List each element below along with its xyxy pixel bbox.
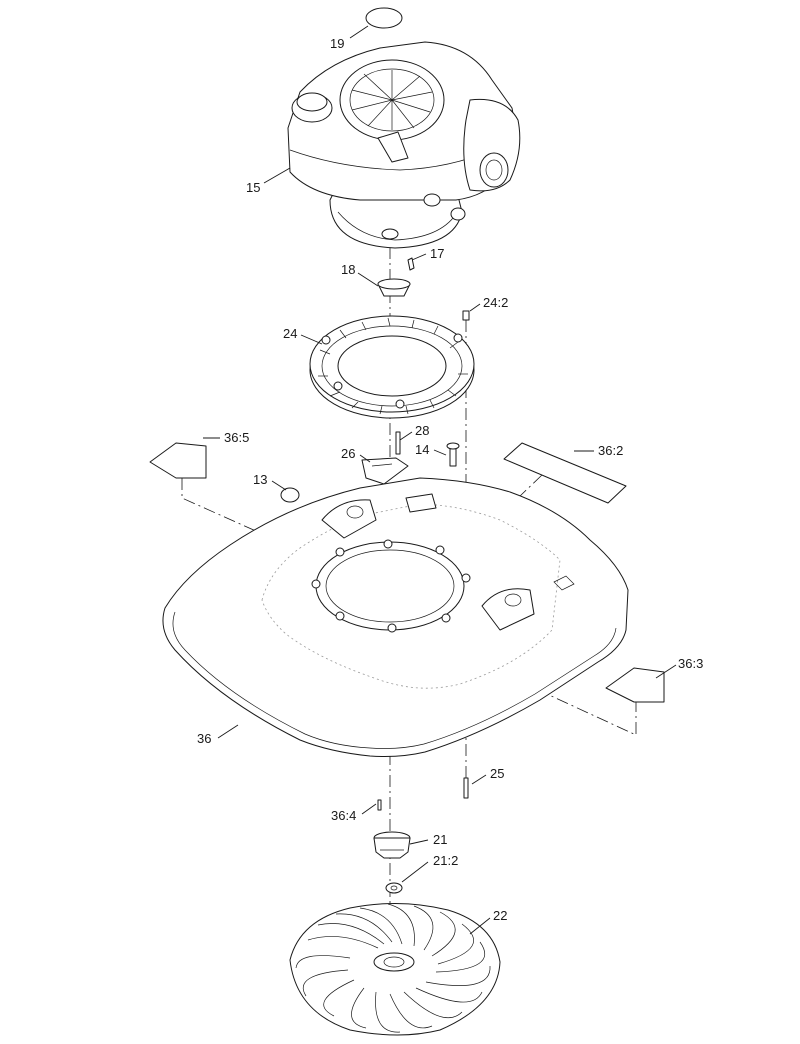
part-36-3-decal (605, 667, 665, 703)
callout-21: 21 (433, 832, 447, 847)
part-15-engine (287, 41, 521, 249)
part-21-2-washer (385, 882, 403, 894)
callout-36-5: 36:5 (224, 430, 249, 445)
part-24-2-screw (462, 310, 470, 321)
part-36-5-decal (149, 442, 207, 479)
part-24-mounting-ring (309, 315, 475, 419)
part-25-bolt (463, 777, 469, 799)
callout-28: 28 (415, 423, 429, 438)
part-19-cap (365, 7, 403, 29)
part-14-bolt (446, 442, 460, 467)
callout-25: 25 (490, 766, 504, 781)
callout-18: 18 (341, 262, 355, 277)
callout-36-4: 36:4 (331, 808, 356, 823)
callout-19: 19 (330, 36, 344, 51)
callout-22: 22 (493, 908, 507, 923)
part-17-key (407, 257, 415, 271)
callout-15: 15 (246, 180, 260, 195)
part-26-bracket (361, 457, 409, 485)
callout-26: 26 (341, 446, 355, 461)
callout-24-2: 24:2 (483, 295, 508, 310)
callout-17: 17 (430, 246, 444, 261)
part-13-disc (280, 487, 300, 503)
part-36-deck (162, 477, 629, 757)
callout-labels: 19 15 17 18 24:2 24 36:5 28 26 14 36:2 1… (197, 36, 703, 923)
callout-36-2: 36:2 (598, 443, 623, 458)
callout-24: 24 (283, 326, 297, 341)
part-36-2-decal-strip (503, 442, 627, 504)
callout-14: 14 (415, 442, 429, 457)
part-28-pin (395, 431, 401, 455)
callout-21-2: 21:2 (433, 853, 458, 868)
callout-leaders (203, 25, 677, 935)
callout-36-3: 36:3 (678, 656, 703, 671)
part-18-adapter (377, 278, 411, 297)
callout-36: 36 (197, 731, 211, 746)
part-36-4-pin (377, 799, 382, 811)
part-21-hub (373, 831, 411, 859)
part-22-fan (289, 903, 501, 1036)
callout-13: 13 (253, 472, 267, 487)
